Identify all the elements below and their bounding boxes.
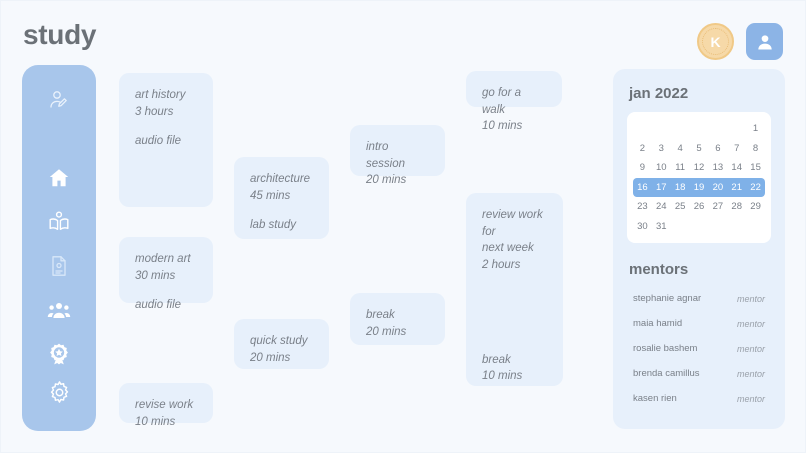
calendar-day-cell[interactable]: 5 [696, 142, 702, 154]
reading-person-icon[interactable] [46, 209, 72, 235]
mentor-row[interactable]: brenda camillus mentor [627, 361, 771, 386]
mentor-role: mentor [736, 368, 765, 379]
calendar-day-cell[interactable]: 8 [752, 142, 759, 154]
sidebar-nav [46, 165, 72, 367]
task-card-title: quick study 20 mins [250, 335, 308, 364]
task-card[interactable]: art history 3 hours audio file [119, 73, 213, 207]
mentor-name: stephanie agnar [633, 293, 702, 304]
task-card-detail: lab study [250, 219, 297, 232]
calendar-blank-cell: . [652, 119, 671, 139]
calendar-month-label: jan 2022 [629, 85, 689, 102]
award-badge-icon[interactable] [46, 341, 72, 367]
home-icon[interactable] [46, 165, 72, 191]
document-icon[interactable] [46, 253, 72, 279]
calendar-day-cell[interactable]: 10 [655, 162, 667, 173]
calendar-day-cell[interactable]: 29 [750, 201, 761, 212]
mentors-heading: mentors [629, 261, 689, 278]
calendar-day-cell[interactable]: 18 [670, 177, 690, 197]
calendar-blank-cell: . [671, 119, 690, 139]
task-card-detail: break 10 mins [482, 353, 523, 383]
calendar-day-cell[interactable]: 13 [712, 162, 724, 173]
mentor-role: mentor [736, 343, 765, 354]
task-card-title: break 20 mins [366, 309, 407, 338]
coin-badge[interactable]: K [697, 23, 734, 60]
task-card-title: architecture 45 mins [250, 173, 311, 202]
calendar-day-cell[interactable]: 22 [746, 177, 765, 197]
calendar-day-cell[interactable]: 21 [727, 177, 747, 197]
calendar-day-cell[interactable]: 4 [677, 142, 683, 154]
mentor-name: kasen rien [633, 393, 677, 404]
calendar-day-cell[interactable]: 1 [752, 123, 759, 134]
task-card[interactable]: review work for next week 2 hours break 1… [466, 193, 563, 386]
calendar-day-cell[interactable]: 25 [674, 201, 686, 212]
avatar[interactable] [746, 23, 783, 60]
task-card[interactable]: revise work 10 mins [119, 383, 213, 428]
task-card[interactable]: break 20 mins [350, 293, 445, 345]
mentor-name: rosalie bashem [633, 343, 698, 354]
mentor-row[interactable]: kasen rien mentor [627, 386, 771, 411]
people-group-icon[interactable] [46, 297, 72, 323]
mentor-name: brenda camillus [633, 368, 700, 379]
calendar[interactable]: ......1234567891011121314151617181920212… [627, 112, 771, 243]
mentor-role: mentor [736, 318, 765, 329]
calendar-day-cell[interactable]: 12 [693, 162, 705, 173]
task-card-title: go for a walk 10 mins [482, 87, 523, 133]
calendar-day-cell[interactable]: 15 [750, 162, 761, 173]
task-card[interactable]: go for a walk 10 mins [466, 71, 562, 132]
calendar-day-cell[interactable]: 16 [633, 177, 652, 197]
calendar-day-cell[interactable]: 27 [712, 201, 724, 212]
gear-icon[interactable] [46, 379, 72, 405]
task-card-title: modern art 30 mins [135, 253, 191, 282]
calendar-blank-cell: . [690, 119, 709, 139]
mentor-row[interactable]: stephanie agnar mentor [627, 286, 771, 311]
calendar-grid[interactable]: ......1234567891011121314151617181920212… [633, 119, 765, 236]
mentor-role: mentor [736, 393, 765, 404]
task-card-detail: audio file [135, 135, 182, 148]
mentor-row[interactable]: rosalie bashem mentor [627, 336, 771, 361]
task-card[interactable]: intro session 20 mins [350, 125, 445, 186]
sidebar-top-group [46, 87, 72, 113]
calendar-blank-cell: . [633, 119, 652, 139]
calendar-blank-cell: . [708, 119, 727, 139]
task-card-detail: audio file [135, 299, 182, 312]
coin-badge-label: K [710, 33, 721, 50]
sidebar [22, 65, 96, 431]
right-panel: jan 2022 ......1234567891011121314151617… [613, 69, 785, 429]
task-card-title: art history 3 hours [135, 89, 186, 118]
calendar-day-cell[interactable]: 2 [639, 142, 646, 154]
task-card[interactable]: modern art 30 mins audio file [119, 237, 213, 311]
calendar-day-cell[interactable]: 3 [658, 142, 664, 154]
sidebar-bottom-group [46, 379, 72, 405]
calendar-day-cell[interactable]: 20 [708, 177, 728, 197]
task-card-title: intro session 20 mins [366, 141, 407, 187]
header-actions: K [697, 23, 783, 60]
calendar-day-cell[interactable]: 26 [693, 201, 705, 212]
calendar-day-cell[interactable]: 14 [731, 162, 742, 173]
task-card-title: review work for next week 2 hours [482, 209, 543, 272]
task-card[interactable]: quick study 20 mins [234, 319, 329, 369]
calendar-day-cell[interactable]: 9 [639, 162, 646, 173]
mentor-row[interactable]: maia hamid mentor [627, 311, 771, 336]
calendar-day-cell[interactable]: 17 [651, 177, 671, 197]
calendar-day-cell[interactable]: 11 [675, 162, 686, 173]
mentor-name: maia hamid [633, 318, 683, 329]
task-card[interactable]: architecture 45 mins lab study [234, 157, 329, 239]
calendar-day-cell[interactable]: 31 [655, 220, 667, 232]
calendar-day-cell[interactable]: 28 [731, 201, 742, 212]
user-icon [757, 34, 772, 49]
calendar-day-cell[interactable]: 19 [689, 177, 709, 197]
calendar-blank-cell: . [727, 119, 746, 139]
calendar-day-cell[interactable]: 6 [715, 142, 721, 154]
mentor-role: mentor [736, 293, 765, 304]
calendar-day-cell[interactable]: 23 [637, 201, 648, 212]
calendar-day-cell[interactable]: 7 [734, 142, 740, 154]
page-title: study [23, 19, 97, 50]
calendar-day-cell[interactable]: 30 [637, 220, 648, 232]
task-card-title: revise work 10 mins [135, 399, 194, 428]
edit-profile-icon[interactable] [46, 87, 72, 113]
calendar-day-cell[interactable]: 24 [655, 201, 667, 212]
